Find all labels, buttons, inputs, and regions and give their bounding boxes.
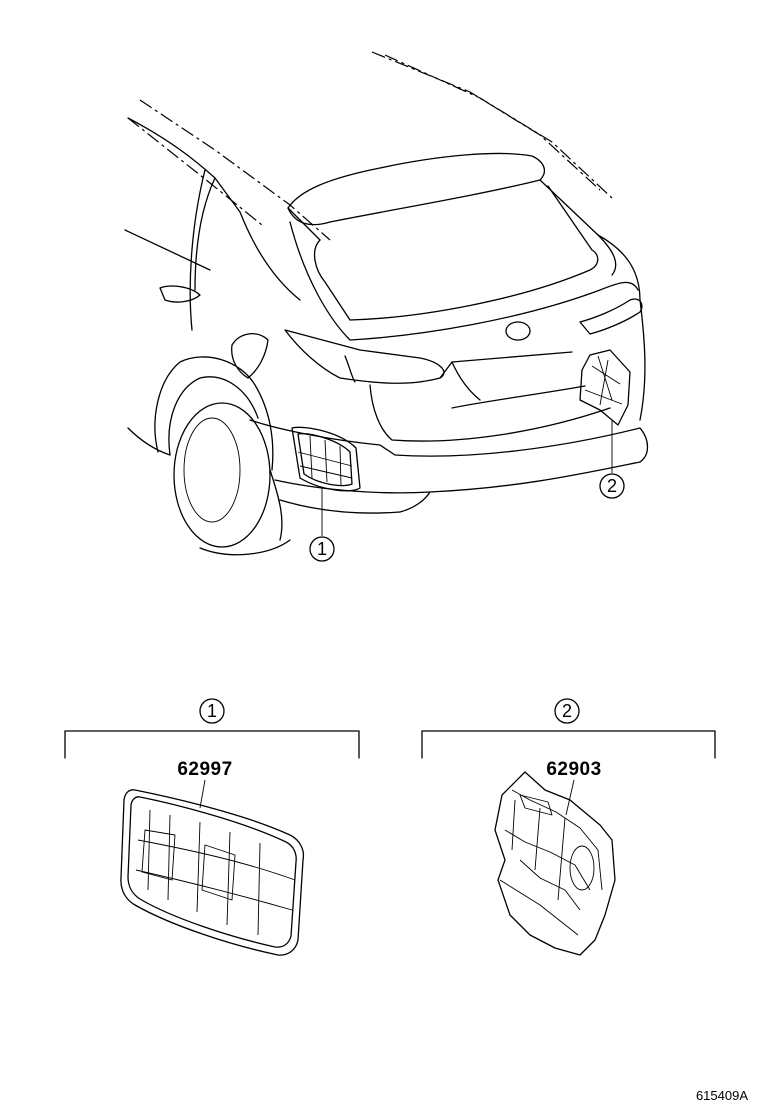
component-in-place-2 (579, 349, 631, 426)
group-2: 2 62903 (421, 698, 716, 956)
part-2-leader (565, 779, 575, 816)
component-part-illustration (494, 771, 616, 956)
callout-1: 1 (309, 536, 335, 562)
group-2-bracket (421, 730, 716, 759)
callout-1-label: 1 (317, 539, 327, 559)
duct-in-place-1 (291, 426, 361, 492)
duct-part-illustration (120, 789, 305, 956)
callout-2-label: 2 (607, 476, 617, 496)
group-2-label: 2 (562, 701, 572, 721)
group-1: 1 62997 (64, 698, 360, 956)
group-2-circle (554, 698, 580, 724)
part-number-62997: 62997 (177, 759, 232, 780)
illustration-code: 615409A (696, 1088, 748, 1103)
group-1-label: 1 (207, 701, 217, 721)
group-1-circle (199, 698, 225, 724)
part-1-leader (199, 779, 206, 809)
vehicle-rear-illustration (124, 51, 649, 556)
group-1-bracket (64, 730, 360, 759)
callout-2: 2 (599, 473, 625, 499)
part-number-62903: 62903 (546, 759, 601, 780)
